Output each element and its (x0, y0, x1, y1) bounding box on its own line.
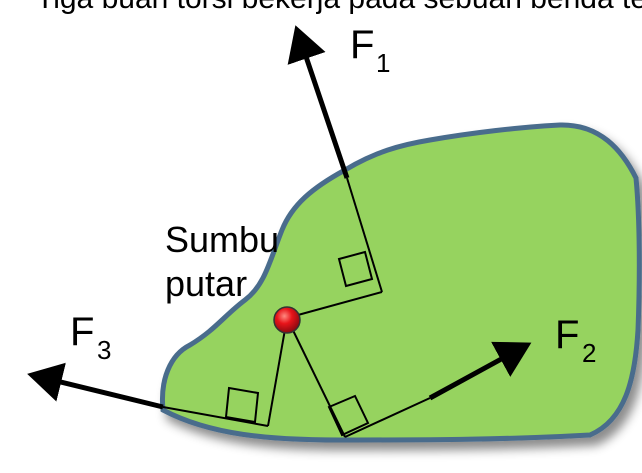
lever-arms (162, 177, 431, 438)
pivot-point (273, 306, 301, 334)
label-f1-sub: 1 (376, 48, 390, 78)
label-f2-base: F (555, 313, 579, 357)
right-angle-f1 (337, 250, 374, 288)
label-f1-base: F (350, 23, 374, 67)
lever-arm-f2 (286, 317, 346, 438)
f1-line-of-action (346, 177, 383, 293)
label-f3-base: F (70, 310, 94, 354)
label-f2: F 2 (555, 313, 596, 368)
label-f3: F 3 (70, 310, 111, 365)
label-f1: F 1 (350, 23, 390, 78)
f2-line-of-action (344, 397, 431, 438)
f3-line-of-action (162, 406, 269, 427)
axis-label-line1: Sumbu (165, 219, 279, 260)
lever-arm-f1 (286, 291, 383, 319)
force-arrow-f1 (287, 25, 350, 179)
right-angle-f2 (327, 394, 370, 437)
force-arrow-f2 (428, 341, 532, 401)
right-angle-f3 (224, 386, 260, 424)
axis-label-line2: putar (165, 263, 247, 304)
lever-arm-f3 (267, 317, 288, 427)
right-angle-markers (224, 250, 374, 437)
force-arrows (27, 25, 532, 410)
label-f3-sub: 3 (97, 335, 111, 365)
label-f2-sub: 2 (582, 338, 596, 368)
force-arrow-f3 (27, 362, 164, 410)
top-caption: Tiga buah torsi bekerja pada sebuah bend… (36, 0, 642, 15)
